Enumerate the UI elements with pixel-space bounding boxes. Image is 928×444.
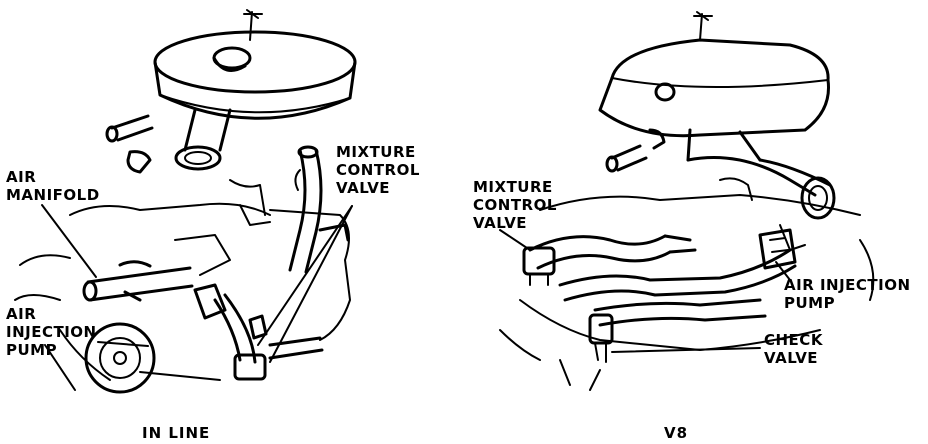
caption-v8: V8 — [664, 424, 689, 442]
v8-air-manifold-pipes — [528, 234, 797, 327]
v8-loose-hoses — [605, 128, 666, 173]
v8-check-valve-body — [588, 313, 614, 363]
inline-air-cleaner-snorkel — [174, 108, 232, 171]
label-v8-mixture-control-valve: MIXTURE CONTROL VALVE — [473, 178, 557, 232]
label-v8-air-injection-pump: AIR INJECTION PUMP — [784, 276, 911, 312]
inline-mixture-control-hoses — [193, 145, 350, 381]
v8-engine-illustration — [499, 11, 875, 391]
label-inline-mixture-control-valve: MIXTURE CONTROL VALVE — [336, 143, 420, 197]
label-v8-check-valve: CHECK VALVE — [764, 331, 823, 367]
label-inline-air-injection-pump: AIR INJECTION PUMP — [6, 305, 97, 359]
v8-air-cleaner — [598, 11, 831, 138]
label-inline-air-manifold: AIR MANIFOLD — [6, 168, 100, 204]
caption-inline: IN LINE — [142, 424, 211, 442]
inline-engine-block — [14, 179, 351, 391]
v8-engine-block — [499, 177, 875, 391]
inline-air-manifold-tube — [82, 260, 194, 302]
inline-engine-illustration — [14, 9, 357, 394]
inline-leader-lines — [41, 204, 353, 363]
v8-air-injection-pump-body — [758, 228, 797, 270]
inline-loose-hoses — [105, 114, 154, 174]
v8-leader-lines — [499, 229, 791, 353]
inline-air-cleaner — [153, 9, 357, 120]
v8-mixture-control-valve — [522, 246, 556, 286]
inline-pump-pulley — [84, 322, 156, 394]
v8-snorkel-duct — [686, 128, 836, 220]
